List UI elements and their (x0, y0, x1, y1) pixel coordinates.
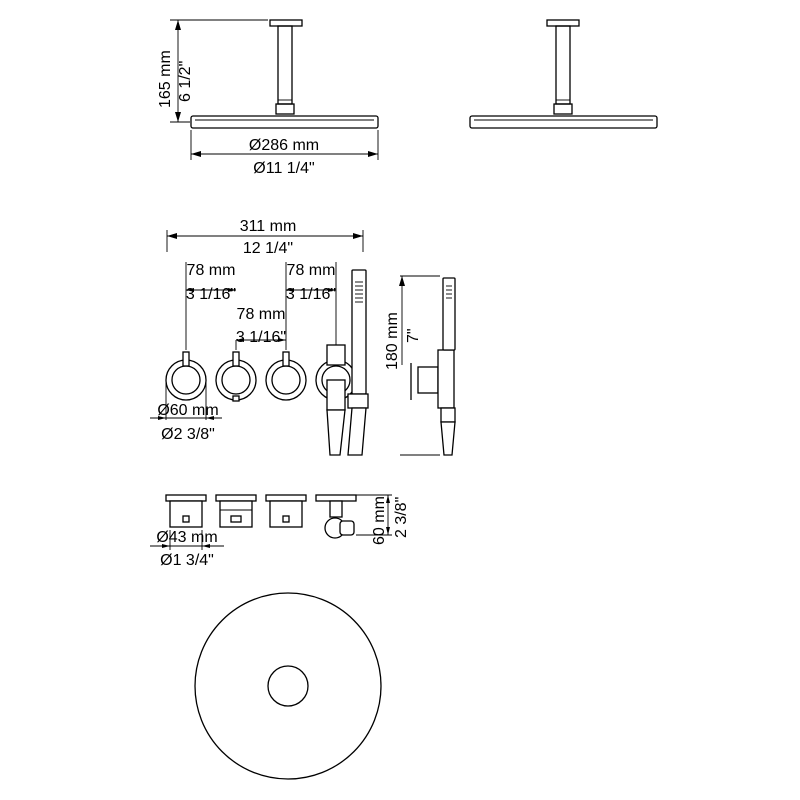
valve-body-1 (165, 494, 207, 528)
mixer-knob-2 (215, 351, 257, 402)
dimension-shower-diameter: Ø286 mm Ø11 1/4" (190, 130, 379, 177)
dimension-spacing-middle: 78 mm 3 1/16" (236, 306, 286, 346)
hand-shower-side-view (410, 277, 456, 456)
spacing-right-in: 3 1/16" (286, 286, 336, 303)
spacing-left-mm: 78 mm (187, 262, 236, 279)
shower-head-front-view (190, 19, 379, 129)
spacing-middle-in: 3 1/16" (236, 329, 286, 346)
valve-body-3 (265, 494, 307, 528)
spacing-left-in: 3 1/16" (186, 286, 236, 303)
dimension-spacing-left: 78 mm 3 1/16" (186, 262, 236, 303)
mixer-knob-1 (165, 351, 207, 401)
shower-plate (190, 115, 379, 129)
shower-arm (277, 25, 293, 105)
valve-body-diverter (315, 494, 357, 539)
shower-head-bottom-view (194, 592, 382, 780)
shower-arm-joint (275, 103, 295, 115)
handshower-height-in: 7" (405, 328, 422, 343)
dimension-total-width: 311 mm 12 1/4" (166, 218, 364, 257)
mixer-knob-3 (265, 351, 307, 401)
body-diameter-mm: Ø43 mm (156, 529, 217, 546)
shower-plate (469, 115, 658, 129)
body-depth-mm: 60 mm (371, 496, 388, 545)
dimension-knob-diameter: Ø60 mm Ø2 3/8" (150, 382, 222, 443)
shower-arm (555, 25, 571, 105)
dimension-body-depth: 60 mm 2 3/8" (356, 494, 410, 545)
shower-diameter-mm: Ø286 mm (249, 137, 319, 154)
shower-arm-joint (553, 103, 573, 115)
body-diameter-in: Ø1 3/4" (160, 552, 214, 569)
handshower-height-mm: 180 mm (384, 312, 401, 370)
total-width-in: 12 1/4" (243, 240, 293, 257)
ceiling-flange (546, 19, 580, 27)
shower-height-in: 6 1/2" (177, 61, 194, 102)
spacing-middle-mm: 78 mm (237, 306, 286, 323)
shower-head-side-view (469, 19, 658, 129)
shower-height-mm: 165 mm (157, 50, 174, 108)
spacing-right-mm: 78 mm (287, 262, 336, 279)
dimension-handshower-height: 180 mm 7" (384, 275, 440, 456)
ceiling-flange (269, 19, 303, 27)
shower-diameter-in: Ø11 1/4" (253, 160, 314, 177)
knob-diameter-in: Ø2 3/8" (161, 426, 215, 443)
total-width-mm: 311 mm (240, 218, 297, 235)
diverter-with-hand-shower (315, 269, 369, 456)
body-depth-in: 2 3/8" (393, 497, 410, 538)
dimension-shower-height: 165 mm 6 1/2" (157, 19, 268, 123)
dimension-spacing-right: 78 mm 3 1/16" (286, 262, 336, 303)
valve-body-2 (215, 494, 257, 528)
knob-diameter-mm: Ø60 mm (157, 402, 218, 419)
dimension-body-diameter: Ø43 mm Ø1 3/4" (150, 529, 224, 569)
